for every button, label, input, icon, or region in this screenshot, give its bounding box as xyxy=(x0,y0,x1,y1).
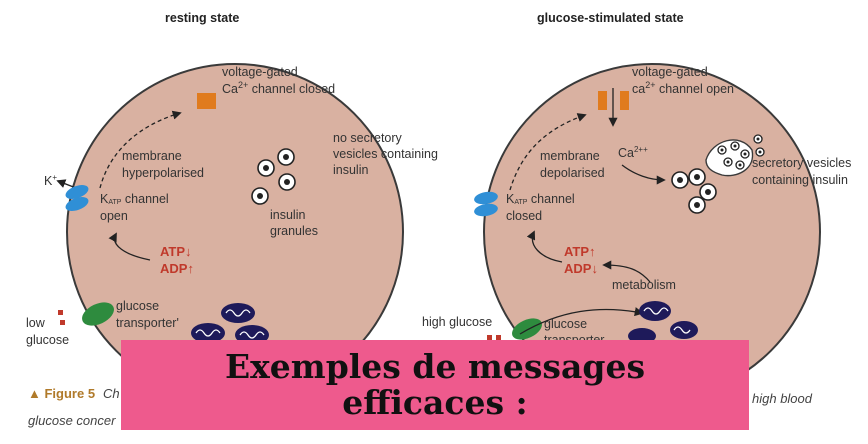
secretory-line1: secretory vesicles xyxy=(752,156,851,170)
glucose-molecule-icon xyxy=(60,320,65,325)
granules-line2: granules xyxy=(270,224,318,238)
right-atp-label: ATP↑ xyxy=(564,244,596,259)
insulin-granules-icon xyxy=(251,148,296,205)
glucose-uptake-arrow xyxy=(519,307,644,335)
figure-label: ▲ Figure 5 xyxy=(28,386,95,401)
left-channel-label-line2: Ca2+ channel closed xyxy=(222,80,335,96)
right-membrane-line2: depolarised xyxy=(540,166,605,180)
left-glucose-line2: transporter' xyxy=(116,316,179,330)
left-calcium-channel-closed-icon xyxy=(197,93,216,109)
no-vesicles-line3: insulin xyxy=(333,163,368,177)
caption-line2: glucose concer xyxy=(28,413,116,428)
potassium-ion-label: K+ xyxy=(44,173,57,188)
low-glucose-line2: glucose xyxy=(26,333,69,347)
left-adp-label: ADP↑ xyxy=(160,261,194,276)
left-atp-arrow xyxy=(108,232,151,261)
secretory-line2: containing insulin xyxy=(752,173,848,187)
left-glucose-transporter-icon xyxy=(82,302,114,326)
right-katp-line1: KATP channel xyxy=(506,192,575,206)
overlay-banner: Exemples de messages efficaces : xyxy=(121,340,749,430)
right-katp-line2: closed xyxy=(506,209,542,223)
right-calcium-channel-open-icon-right xyxy=(620,91,629,110)
right-channel-label-line1: voltage-gated xyxy=(632,65,708,79)
secretory-vesicles-icon xyxy=(671,134,765,214)
left-katp-channel-icon-top xyxy=(65,185,89,199)
right-panel-title: glucose-stimulated state xyxy=(537,11,684,25)
caption-right-tail: high blood xyxy=(752,391,813,406)
metabolism-arrow xyxy=(602,260,651,283)
left-atp-label: ATP↓ xyxy=(160,244,192,259)
left-katp-line2: open xyxy=(100,209,128,223)
left-membrane-line1: membrane xyxy=(122,149,182,163)
calcium-to-vesicles-arrow xyxy=(621,164,666,185)
left-katp-channel-icon-bottom xyxy=(65,197,89,211)
metabolism-label: metabolism xyxy=(612,278,676,292)
left-katp-line1: KATP channel xyxy=(100,192,169,206)
right-katp-channel-icon-bottom xyxy=(474,203,498,217)
high-glucose-label: high glucose xyxy=(422,315,492,329)
calcium-ion-label: Ca2++ xyxy=(618,145,648,160)
right-dashed-arrow xyxy=(509,113,587,191)
right-adp-label: ADP↓ xyxy=(564,261,598,276)
glucose-molecule-icon xyxy=(58,310,63,315)
granules-line1: insulin xyxy=(270,208,305,222)
left-glucose-line1: glucose xyxy=(116,299,159,313)
right-membrane-line1: membrane xyxy=(540,149,600,163)
left-panel-title: resting state xyxy=(165,11,239,25)
glucose-molecule-icon xyxy=(496,335,501,340)
right-glucose-transporter-icon xyxy=(512,318,542,340)
left-membrane-line2: hyperpolarised xyxy=(122,166,204,180)
right-glucose-line1: glucose xyxy=(544,317,587,331)
left-dashed-arrow xyxy=(99,110,182,189)
potassium-efflux-arrow xyxy=(56,179,77,189)
banner-text: Exemples de messages efficaces : xyxy=(224,347,646,422)
left-channel-label-line1: voltage-gated xyxy=(222,65,298,79)
right-calcium-channel-open-icon-left xyxy=(598,91,607,110)
glucose-molecule-icon xyxy=(487,335,492,340)
no-vesicles-line2: vesicles containing xyxy=(333,147,438,161)
low-glucose-line1: low xyxy=(26,316,46,330)
right-katp-channel-icon-top xyxy=(474,191,498,205)
figure-caption-tail: Ch xyxy=(103,386,120,401)
right-channel-label-line2: ca2+ channel open xyxy=(632,80,734,96)
no-vesicles-line1: no secretory xyxy=(333,131,403,145)
right-atp-arrow xyxy=(526,230,563,263)
